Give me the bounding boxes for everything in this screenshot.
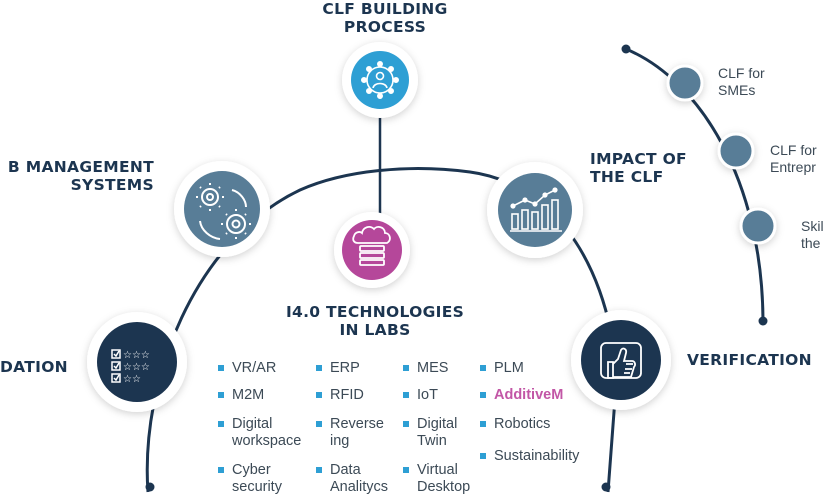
management-systems-title: B MANAGEMENT SYSTEMS [7, 158, 154, 194]
bullet-icon [403, 421, 409, 427]
tech-item-highlighted: AdditiveM [480, 387, 563, 404]
bullet-icon [218, 365, 224, 371]
tech-item: M2M [218, 387, 264, 404]
bullet-icon [316, 365, 322, 371]
gears-cycle-icon [174, 161, 270, 257]
bullet-icon [316, 392, 322, 398]
tech-item: PLM [480, 360, 524, 377]
arc-endpoint-right [601, 482, 611, 492]
bullet-icon [218, 467, 224, 473]
bullet-icon [403, 392, 409, 398]
clf-building-process-title: CLF BUILDING PROCESS [322, 0, 448, 36]
impact-arc-end [758, 316, 768, 326]
arc-endpoint-left [145, 482, 155, 492]
bar-chart-growth-icon [487, 162, 583, 258]
tech-item: RFID [316, 387, 364, 404]
svg-text:☆☆☆: ☆☆☆ [123, 350, 150, 361]
bullet-icon [403, 467, 409, 473]
bullet-icon [480, 453, 486, 459]
impact-title: IMPACT OF THE CLF [590, 150, 687, 186]
bullet-icon [316, 421, 322, 427]
i40-technologies-title: I4.0 TECHNOLOGIES IN LABS [285, 303, 465, 339]
thumbs-up-icon [571, 310, 671, 410]
impact-node-entrepreneurs [717, 132, 755, 170]
bullet-icon [480, 421, 486, 427]
foundation-title: DATION [0, 358, 68, 376]
tech-item: VR/AR [218, 360, 276, 377]
svg-text:☆☆: ☆☆ [123, 374, 141, 385]
cloud-server-icon [334, 212, 410, 288]
impact-node-smes [666, 64, 704, 102]
bullet-icon [480, 392, 486, 398]
bullet-icon [316, 467, 322, 473]
verification-title: VERIFICATION [687, 351, 812, 369]
tech-item: IoT [403, 387, 438, 404]
tech-item: MES [403, 360, 448, 377]
tech-item: Sustainability [480, 448, 579, 465]
network-people-icon [342, 42, 418, 118]
tech-item: ERP [316, 360, 360, 377]
bullet-icon [480, 365, 486, 371]
checklist-stars-icon: ☆☆☆ ☆☆☆ ☆☆ [87, 312, 187, 412]
impact-node-skills [739, 207, 777, 245]
bullet-icon [218, 392, 224, 398]
impact-arc-start [621, 44, 631, 54]
tech-item: Robotics [480, 416, 550, 433]
svg-text:☆☆☆: ☆☆☆ [123, 362, 150, 373]
bullet-icon [218, 421, 224, 427]
bullet-icon [403, 365, 409, 371]
